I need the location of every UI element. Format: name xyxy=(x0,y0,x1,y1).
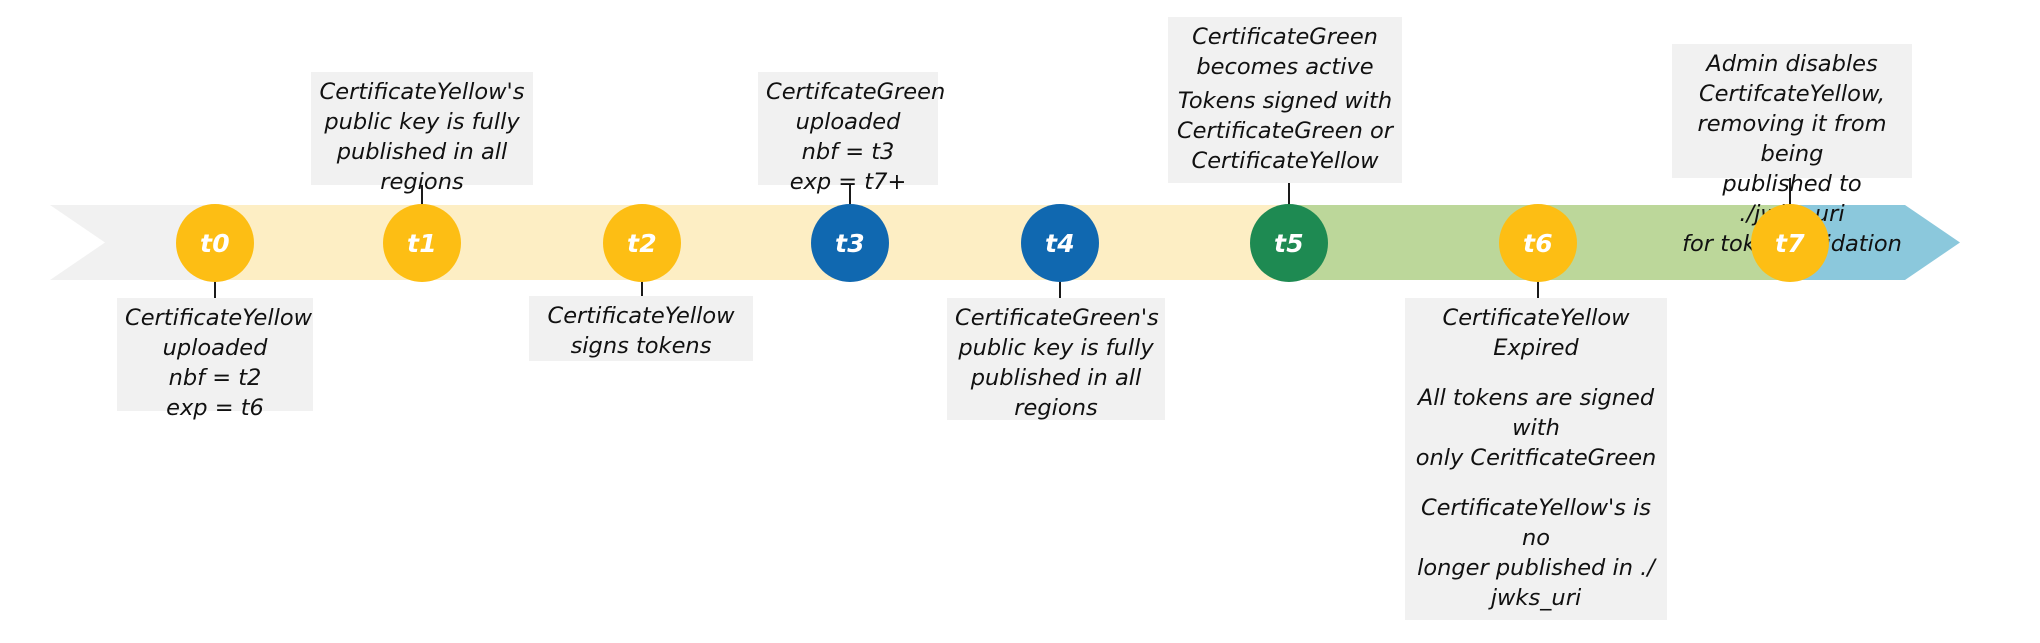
callout-line: exp = t7+ xyxy=(789,168,907,195)
callout-line: nbf = t2 xyxy=(168,364,262,391)
leader-line-t1 xyxy=(421,185,423,207)
timeline-node-label: t1 xyxy=(407,228,437,258)
callout-line: CertifcateYellow, xyxy=(1698,80,1886,107)
callout-line: published in all xyxy=(336,138,508,165)
callout-t1: CertificateYellow's public key is fully … xyxy=(311,72,533,195)
callout-line: public key is fully xyxy=(958,334,1154,361)
leader-line-t7 xyxy=(1789,178,1791,208)
callout-line: CertificateYellow xyxy=(1191,148,1379,175)
callout-line: exp = t6 xyxy=(166,394,264,421)
callout-line: removing it from being xyxy=(1697,110,1894,167)
callout-t4: CertificateGreen's public key is fully p… xyxy=(947,298,1165,421)
callout-line: regions xyxy=(1014,394,1098,421)
callout-line: Expired xyxy=(1493,334,1579,361)
callout-t6: CertificateYellow Expired All tokens are… xyxy=(1405,298,1667,620)
callout-t5: CertificateGreen becomes active Tokens s… xyxy=(1168,17,1402,183)
callout-line: uploaded xyxy=(795,108,901,135)
callout-line: CertifcateGreen xyxy=(766,79,946,105)
timeline-node-label: t4 xyxy=(1045,228,1075,258)
callout-t2: CertificateYellow signs tokens xyxy=(529,296,753,361)
leader-line-t6 xyxy=(1537,278,1539,300)
callout-line: CertificateGreen's xyxy=(955,305,1159,331)
timeline-node-label: t7 xyxy=(1775,228,1805,258)
callout-line: public key is fully xyxy=(324,108,520,135)
callout-line: published in all xyxy=(970,364,1142,391)
callout-line: CertificateGreen xyxy=(1192,24,1378,50)
timeline-node-t6[interactable]: t6 xyxy=(1499,204,1577,282)
leader-line-t2 xyxy=(641,278,643,298)
timeline-node-t5[interactable]: t5 xyxy=(1250,204,1328,282)
timeline-node-t0[interactable]: t0 xyxy=(176,204,254,282)
band-segment-yellow xyxy=(215,205,1285,280)
callout-line: All tokens are signed with xyxy=(1417,385,1662,442)
callout-line: longer published in ./ xyxy=(1417,555,1655,582)
callout-line: CertificateYellow xyxy=(547,303,735,329)
callout-line: CertificateYellow xyxy=(125,305,313,331)
timeline-node-t3[interactable]: t3 xyxy=(811,204,889,282)
callout-t3: CertifcateGreen uploaded nbf = t3 exp = … xyxy=(758,72,946,195)
callout-line: Admin disables xyxy=(1706,51,1878,77)
callout-line: CertificateYellow xyxy=(1442,305,1630,331)
callout-t7: Admin disables CertifcateYellow, removin… xyxy=(1672,44,1912,257)
callout-line-blank xyxy=(1413,364,1659,384)
callout-line: uploaded xyxy=(162,334,268,361)
callout-line: CertificateGreen or xyxy=(1176,118,1394,145)
callout-line: Tokens signed with xyxy=(1177,88,1393,115)
timeline-node-label: t3 xyxy=(835,228,865,258)
leader-line-t4 xyxy=(1059,278,1061,300)
callout-line: CertificateYellow's xyxy=(319,79,525,105)
callout-line: becomes active xyxy=(1196,53,1374,80)
leader-line-t0 xyxy=(214,278,216,300)
callout-line: nbf = t3 xyxy=(801,138,895,165)
timeline-node-label: t0 xyxy=(200,228,230,258)
timeline-node-t1[interactable]: t1 xyxy=(383,204,461,282)
callout-line: signs tokens xyxy=(570,332,712,359)
leader-line-t5 xyxy=(1288,183,1290,207)
timeline-node-t7[interactable]: t7 xyxy=(1751,204,1829,282)
leader-line-t3 xyxy=(849,185,851,207)
timeline-node-label: t6 xyxy=(1523,228,1553,258)
callout-line: only CeritficateGreen xyxy=(1415,445,1657,472)
callout-line: regions xyxy=(380,168,464,195)
callout-line: CertificateYellow's is no xyxy=(1420,495,1659,552)
timeline-node-t2[interactable]: t2 xyxy=(603,204,681,282)
callout-line-blank xyxy=(1413,474,1659,494)
callout-line: jwks_uri xyxy=(1490,585,1582,612)
timeline-node-t4[interactable]: t4 xyxy=(1021,204,1099,282)
callout-t0: CertificateYellow uploaded nbf = t2 exp … xyxy=(117,298,313,421)
timeline-node-label: t5 xyxy=(1274,228,1304,258)
timeline-node-label: t2 xyxy=(627,228,657,258)
